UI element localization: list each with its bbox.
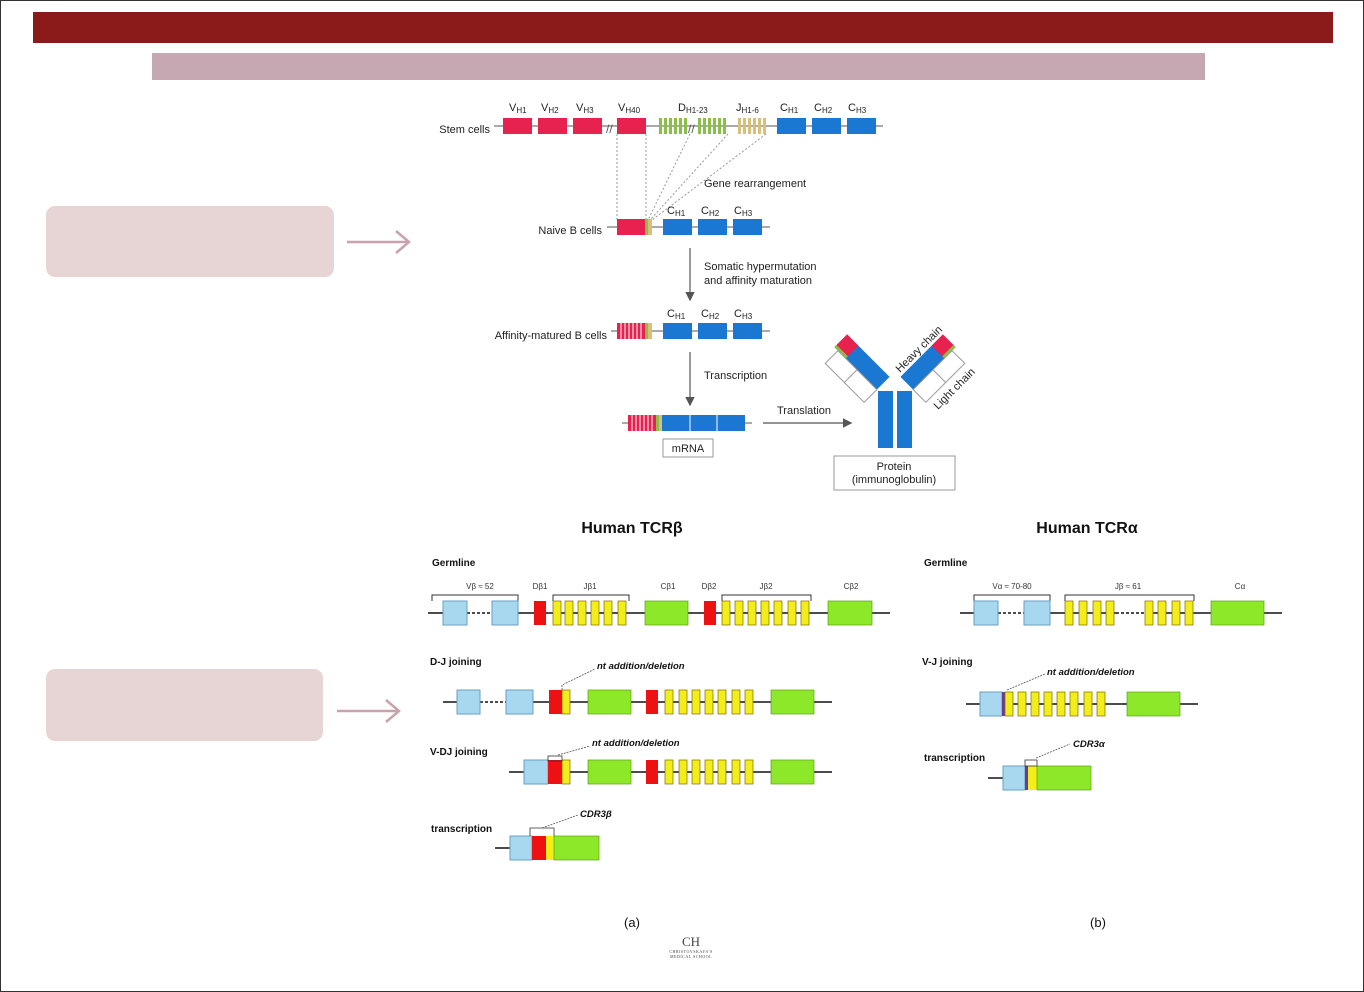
note-box-tcr bbox=[46, 669, 323, 741]
svg-text:CH3: CH3 bbox=[734, 308, 753, 321]
stem-cells-label: Stem cells bbox=[439, 124, 490, 136]
v-label-3: VH3 bbox=[576, 102, 594, 115]
svg-text:Cβ1: Cβ1 bbox=[661, 582, 676, 591]
note-box-bcr bbox=[46, 206, 334, 277]
svg-text:Vα ≈ 70-80: Vα ≈ 70-80 bbox=[992, 582, 1032, 591]
d-segments bbox=[659, 118, 726, 134]
svg-text://: // bbox=[606, 122, 613, 136]
c-label-1: CH1 bbox=[780, 102, 799, 115]
vdj-joining-label: V-DJ joining bbox=[430, 747, 488, 758]
svg-text:CH2: CH2 bbox=[701, 308, 720, 321]
svg-text:CH2: CH2 bbox=[701, 205, 720, 218]
v-label-4: VH40 bbox=[618, 102, 641, 115]
svg-text:Jβ2: Jβ2 bbox=[759, 582, 773, 591]
c-label-2: CH2 bbox=[814, 102, 833, 115]
somatic-hypermutation-label: Somatic hypermutation bbox=[704, 261, 817, 273]
translation-label: Translation bbox=[777, 405, 831, 417]
tcr-beta-germline-label: Germline bbox=[432, 558, 476, 569]
svg-text:Dβ1: Dβ1 bbox=[533, 582, 548, 591]
bcr-diagram: Stem cells // // VH1 VH2 VH3 VH40 DH1-23 bbox=[439, 102, 978, 491]
svg-text:CDR3α: CDR3α bbox=[1073, 739, 1106, 750]
logo-tagline: MEDICAL SCHOOL bbox=[669, 954, 713, 959]
mrna-label: mRNA bbox=[672, 443, 705, 455]
svg-text:Vβ ≈ 52: Vβ ≈ 52 bbox=[466, 582, 494, 591]
svg-text:nt addition/deletion: nt addition/deletion bbox=[1047, 667, 1135, 678]
protein-label: Protein bbox=[877, 461, 912, 473]
svg-text:Dβ2: Dβ2 bbox=[702, 582, 717, 591]
tcr-alpha-diagram: Human TCRα Germline Vα ≈ 70-80 Jβ ≈ 61 C… bbox=[922, 520, 1282, 930]
gene-rearrangement-label: Gene rearrangement bbox=[704, 178, 806, 190]
svg-text:CH1: CH1 bbox=[667, 205, 686, 218]
pointer-arrow-tcr bbox=[337, 699, 401, 723]
j-label: JH1-6 bbox=[736, 102, 759, 115]
panel-label-b: (b) bbox=[1090, 915, 1106, 930]
tcr-alpha-transcription-label: transcription bbox=[924, 753, 985, 764]
affinity-maturation-label: and affinity maturation bbox=[704, 275, 812, 287]
antibody-icon bbox=[824, 334, 966, 448]
panel-label-a: (a) bbox=[624, 915, 640, 930]
tcr-alpha-title: Human TCRα bbox=[1036, 520, 1138, 537]
tcr-beta-title: Human TCRβ bbox=[581, 520, 683, 537]
svg-text:CH3: CH3 bbox=[734, 205, 753, 218]
svg-text:CDR3β: CDR3β bbox=[580, 809, 612, 820]
pointer-arrow-bcr bbox=[347, 230, 411, 254]
c-label-3: CH3 bbox=[848, 102, 867, 115]
immunoglobulin-label: (immunoglobulin) bbox=[852, 474, 936, 486]
svg-text:nt addition/deletion: nt addition/deletion bbox=[597, 661, 685, 672]
naive-b-cells-label: Naive B cells bbox=[538, 225, 602, 237]
v-label-1: VH1 bbox=[509, 102, 527, 115]
rearrangement-lines bbox=[616, 133, 767, 221]
vj-joining-label: V-J joining bbox=[922, 657, 973, 668]
tcr-beta-transcription-label: transcription bbox=[431, 824, 492, 835]
transcription-label: Transcription bbox=[704, 370, 767, 382]
logo-monogram: CH bbox=[681, 934, 701, 949]
svg-text:Cα: Cα bbox=[1235, 582, 1246, 591]
d-label: DH1-23 bbox=[678, 102, 708, 115]
svg-text:nt addition/deletion: nt addition/deletion bbox=[592, 738, 680, 749]
school-logo: CH CHRISTOVSKAYA'S MEDICAL SCHOOL bbox=[660, 934, 722, 960]
tcr-beta-diagram: Human TCRβ Germline Vβ ≈ 52 Dβ1 Jβ1 Cβ1 … bbox=[428, 520, 890, 930]
svg-text:Jβ ≈ 61: Jβ ≈ 61 bbox=[1115, 582, 1142, 591]
title-bar bbox=[33, 12, 1333, 43]
svg-text://: // bbox=[688, 122, 695, 136]
svg-text:Cβ2: Cβ2 bbox=[844, 582, 859, 591]
svg-text:Jβ1: Jβ1 bbox=[583, 582, 597, 591]
subtitle-bar bbox=[152, 53, 1205, 80]
logo-name: CHRISTOVSKAYA'S bbox=[669, 949, 713, 954]
dj-joining-label: D-J joining bbox=[430, 657, 482, 668]
affinity-matured-label: Affinity-matured B cells bbox=[495, 330, 608, 342]
svg-text:CH1: CH1 bbox=[667, 308, 686, 321]
j-segments bbox=[738, 118, 766, 134]
v-label-2: VH2 bbox=[541, 102, 559, 115]
tcr-alpha-germline-label: Germline bbox=[924, 558, 968, 569]
